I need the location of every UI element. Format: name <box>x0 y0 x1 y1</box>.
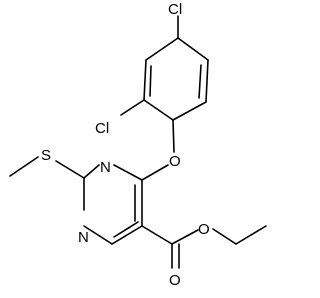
bond-carbonyl-ester-o <box>171 229 199 245</box>
bond-c4-n3 <box>113 164 143 181</box>
chemical-structure-diagram: Cl Cl O N N S O O <box>9 1 267 289</box>
atom-n-lower: N <box>78 229 89 246</box>
bond-n1-c6 <box>83 225 113 245</box>
atom-cl-left: Cl <box>95 120 109 137</box>
bond-ring-c <box>172 101 207 121</box>
pyrimidine-ring <box>83 164 169 245</box>
atom-cl-top: Cl <box>168 1 182 18</box>
bond-ring-a <box>177 37 209 61</box>
bond-c5-carbonyl <box>141 225 173 245</box>
bond-n3-c2 <box>83 164 100 179</box>
bond-ring-e <box>143 59 147 101</box>
bond-ester-o-ch2 <box>212 228 237 245</box>
bond-cl-left <box>120 99 145 116</box>
bond-ring-f <box>145 37 179 61</box>
bond-ring-d <box>143 99 174 121</box>
bond-c6-c5-double <box>113 221 139 238</box>
atom-s: S <box>41 147 51 164</box>
bond-c6-c5 <box>111 225 143 245</box>
bond-ring-double-2 <box>149 65 152 97</box>
dichlorophenyl-ring <box>143 37 209 121</box>
bond-ring-double-1 <box>198 64 202 99</box>
bond-oxygen-c4 <box>141 164 169 181</box>
bond-ethyl-ch2-ch3 <box>235 225 267 245</box>
bond-ring-b <box>205 59 209 103</box>
atom-o-ester: O <box>198 221 210 238</box>
bond-c2-s <box>55 160 85 179</box>
bond-aryl-oxygen <box>172 119 175 153</box>
bond-s-methyl <box>9 156 39 177</box>
atom-o-ether: O <box>169 153 181 170</box>
atom-n-upper: N <box>100 159 111 176</box>
atom-o-carbonyl: O <box>169 272 181 289</box>
